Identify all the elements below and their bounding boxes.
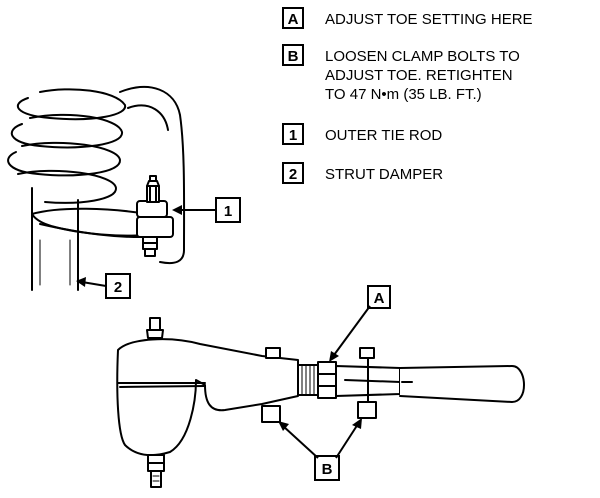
legend-item-1: 1 OUTER TIE ROD [282,123,442,145]
callout-2: 2 [76,273,131,299]
callout-b-label: B [322,461,333,478]
callout-a-label: A [374,290,385,307]
legend-label-1: OUTER TIE ROD [325,127,442,144]
tie-rod-illustration [116,317,525,488]
callout-1: 1 [172,197,241,223]
legend-label-b-line1: LOOSEN CLAMP BOLTS TO [325,48,520,65]
strut-assembly-illustration [7,85,186,291]
legend-item-2: 2 STRUT DAMPER [282,162,443,184]
callout-b: B [278,418,362,481]
legend-label-2: STRUT DAMPER [325,166,443,183]
legend-key-b: B [288,48,299,65]
legend-item-a: A ADJUST TOE SETTING HERE [282,7,533,29]
legend-label-a: ADJUST TOE SETTING HERE [325,11,533,28]
legend: A ADJUST TOE SETTING HERE B LOOSEN CLAMP… [282,7,533,184]
callout-2-label: 2 [114,279,122,296]
legend-key-2: 2 [289,166,297,183]
legend-item-b: B LOOSEN CLAMP BOLTS TO ADJUST TOE. RETI… [282,44,520,103]
legend-label-b-line3: TO 47 N•m (35 LB. FT.) [325,86,482,103]
legend-key-a: A [288,11,299,28]
legend-label-b-line2: ADJUST TOE. RETIGHTEN [325,67,513,84]
callout-1-label: 1 [224,203,232,220]
legend-key-1: 1 [289,127,297,144]
callout-a: A [329,285,391,362]
